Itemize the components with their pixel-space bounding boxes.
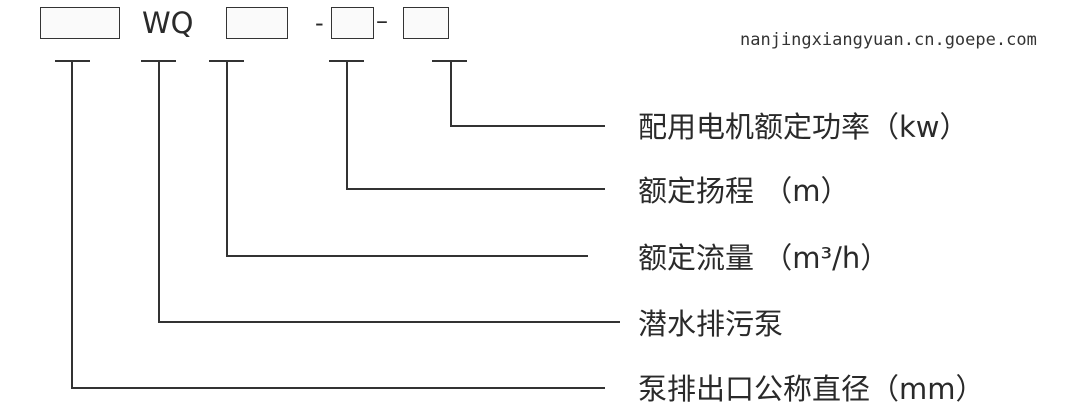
leader-head (329, 60, 605, 190)
label-pump-type: 潜水排污泵 (638, 307, 784, 341)
label-motor-power: 配用电机额定功率（kw） (638, 110, 969, 144)
separator-1: - (315, 9, 324, 37)
separator-2: – (376, 7, 388, 35)
leader-flow (209, 60, 588, 257)
leader-power (432, 60, 605, 127)
label-rated-head: 额定扬程 （m） (638, 174, 850, 208)
model-letters: WQ (142, 6, 194, 40)
code-box-flow (226, 7, 288, 39)
code-box-head (331, 7, 374, 39)
label-outlet-diameter: 泵排出口公称直径（mm） (638, 372, 985, 406)
leader-pump-type (141, 60, 620, 323)
code-box-power (403, 7, 449, 39)
watermark: nanjingxiangyuan.cn.goepe.com (740, 30, 1037, 50)
code-box-outlet-diameter (40, 7, 120, 39)
label-rated-flow: 额定流量 （m³/h） (638, 241, 890, 275)
leader-outlet-diameter (55, 60, 605, 389)
